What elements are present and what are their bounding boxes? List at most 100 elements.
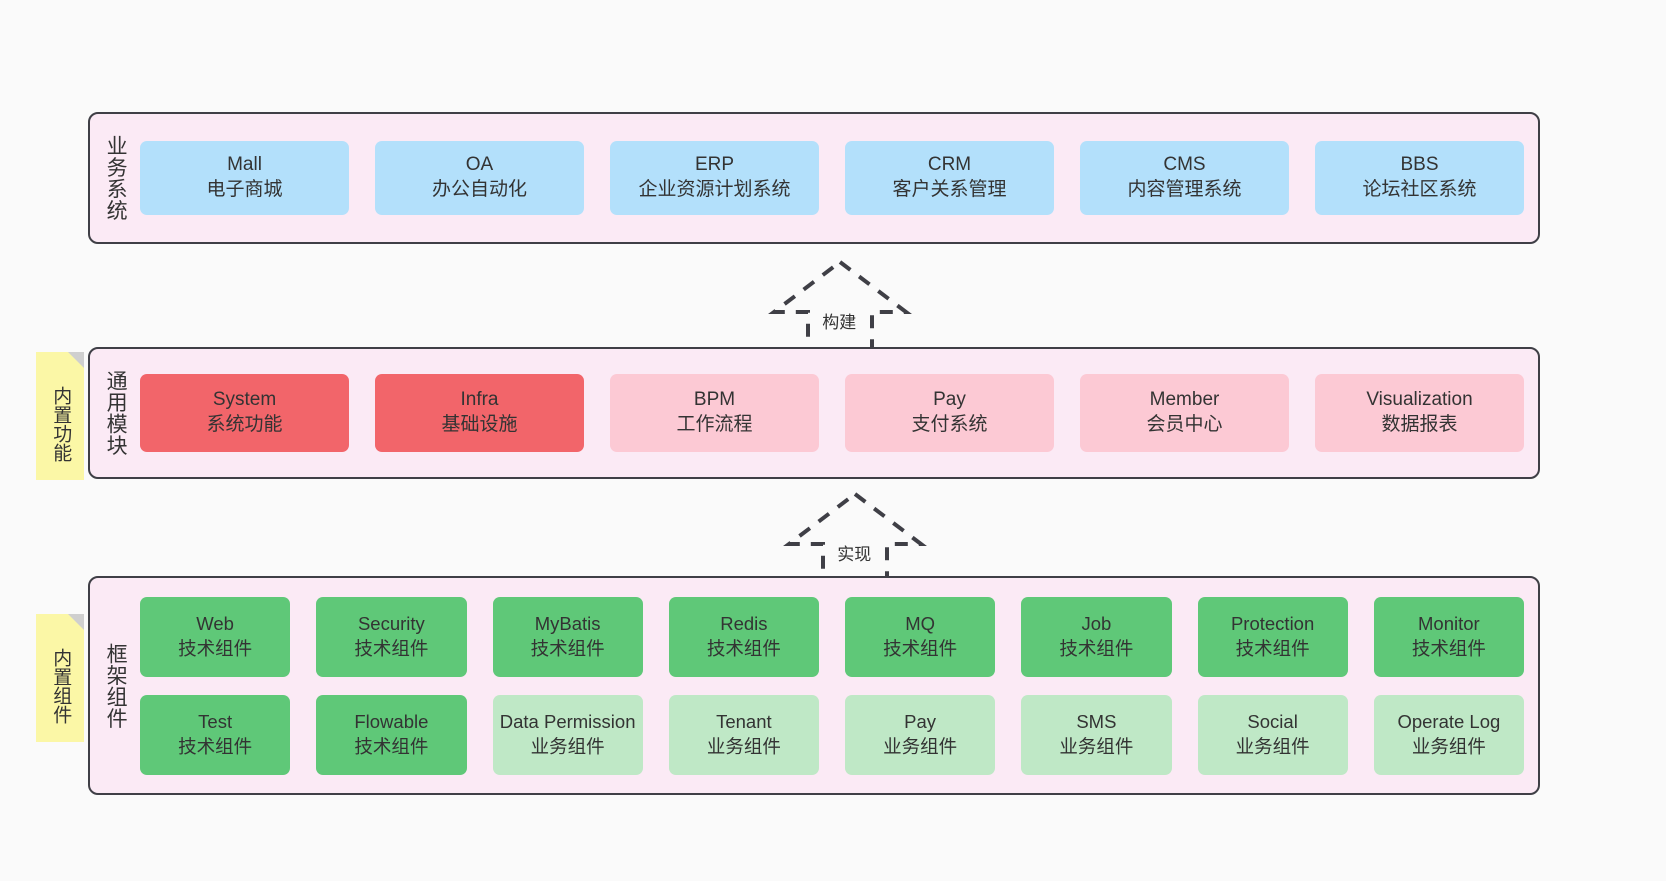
node-title-en: Protection <box>1230 613 1315 635</box>
node-title-cn: 基础设施 <box>441 414 518 435</box>
node-title-cn: 内容管理系统 <box>1127 179 1242 200</box>
layer-common-module: 通用模块 System 系统功能 Infra 基础设施 BPM 工作流程 Pay… <box>88 347 1540 479</box>
node-title-cn: 系统功能 <box>206 414 283 435</box>
node-title-cn: 技术组件 <box>354 735 429 757</box>
node-title-cn: 技术组件 <box>530 637 605 659</box>
node-title-en: Flowable <box>354 711 429 733</box>
node-redis[interactable]: Redis 技术组件 <box>668 596 819 677</box>
node-title-en: Redis <box>720 613 768 635</box>
node-pay[interactable]: Pay 支付系统 <box>845 374 1054 452</box>
node-title-cn: 数据报表 <box>1381 414 1458 435</box>
node-title-cn: 业务组件 <box>1059 735 1134 757</box>
node-infra[interactable]: Infra 基础设施 <box>375 374 584 452</box>
layer-business-system-body: Mall 电子商城 OA 办公自动化 ERP 企业资源计划系统 CRM 客户关系… <box>134 114 1538 242</box>
node-title-cn: 技术组件 <box>178 735 253 757</box>
layer-business-system-label: 业务系统 <box>104 135 128 221</box>
node-monitor[interactable]: Monitor 技术组件 <box>1373 596 1524 677</box>
node-title-en: BPM <box>693 389 736 411</box>
node-title-en: Mall <box>227 154 262 176</box>
node-title-en: Security <box>357 613 425 635</box>
node-title-cn: 技术组件 <box>354 637 429 659</box>
node-erp[interactable]: ERP 企业资源计划系统 <box>610 141 819 215</box>
sticky-note-label: 内置功能 <box>50 386 72 462</box>
node-security[interactable]: Security 技术组件 <box>316 596 467 677</box>
node-protection[interactable]: Protection 技术组件 <box>1197 596 1348 677</box>
generalization-arrow-realize: 实现 <box>775 490 935 590</box>
node-title-cn: 会员中心 <box>1146 414 1223 435</box>
node-mall[interactable]: Mall 电子商城 <box>140 141 349 215</box>
node-title-cn: 业务组件 <box>1411 735 1486 757</box>
node-oa[interactable]: OA 办公自动化 <box>375 141 584 215</box>
node-title-en: Member <box>1149 389 1220 411</box>
layer-common-module-label: 通用模块 <box>104 370 128 456</box>
node-title-en: MQ <box>905 613 936 635</box>
node-title-cn: 电子商城 <box>206 179 283 200</box>
row: Mall 电子商城 OA 办公自动化 ERP 企业资源计划系统 CRM 客户关系… <box>140 141 1524 215</box>
node-bpm[interactable]: BPM 工作流程 <box>610 374 819 452</box>
node-title-en: OA <box>465 154 494 176</box>
node-title-en: SMS <box>1076 711 1117 733</box>
node-pay-component[interactable]: Pay 业务组件 <box>845 694 996 775</box>
generalization-arrow-icon <box>783 491 927 588</box>
node-mybatis[interactable]: MyBatis 技术组件 <box>492 596 643 677</box>
node-title-en: BBS <box>1400 154 1439 176</box>
node-title-en: Job <box>1081 613 1112 635</box>
node-sms[interactable]: SMS 业务组件 <box>1021 694 1172 775</box>
node-system[interactable]: System 系统功能 <box>140 374 349 452</box>
node-bbs[interactable]: BBS 论坛社区系统 <box>1315 141 1524 215</box>
node-title-en: Pay <box>933 389 966 411</box>
node-title-en: CMS <box>1163 154 1206 176</box>
sticky-note-builtin-functions: 内置功能 <box>36 352 84 480</box>
node-member[interactable]: Member 会员中心 <box>1080 374 1289 452</box>
node-title-cn: 工作流程 <box>676 414 753 435</box>
node-operate-log[interactable]: Operate Log 业务组件 <box>1373 694 1524 775</box>
node-title-cn: 业务组件 <box>530 735 605 757</box>
node-tenant[interactable]: Tenant 业务组件 <box>668 694 819 775</box>
node-title-en: Web <box>196 613 234 635</box>
arrow-label-realize: 实现 <box>837 545 872 564</box>
node-flowable[interactable]: Flowable 技术组件 <box>316 694 467 775</box>
node-title-cn: 支付系统 <box>911 414 988 435</box>
generalization-arrow-build: 构建 <box>760 258 920 358</box>
node-title-cn: 办公自动化 <box>431 179 527 200</box>
node-title-en: Social <box>1247 711 1298 733</box>
node-title-cn: 企业资源计划系统 <box>638 179 791 200</box>
node-social[interactable]: Social 业务组件 <box>1197 694 1348 775</box>
node-visualization[interactable]: Visualization 数据报表 <box>1315 374 1524 452</box>
node-title-en: Operate Log <box>1397 711 1501 733</box>
arrow-label-build: 构建 <box>822 313 857 332</box>
node-title-cn: 技术组件 <box>1235 637 1310 659</box>
node-title-en: ERP <box>694 154 735 176</box>
node-title-cn: 业务组件 <box>883 735 958 757</box>
row: Web 技术组件 Security 技术组件 MyBatis 技术组件 Redi… <box>140 596 1524 677</box>
layer-framework-component-body: Web 技术组件 Security 技术组件 MyBatis 技术组件 Redi… <box>134 578 1538 793</box>
node-mq[interactable]: MQ 技术组件 <box>845 596 996 677</box>
node-title-en: MyBatis <box>534 613 601 635</box>
node-title-cn: 技术组件 <box>178 637 253 659</box>
node-title-cn: 技术组件 <box>1059 637 1134 659</box>
node-title-en: Visualization <box>1366 389 1473 411</box>
node-title-en: Tenant <box>716 711 772 733</box>
node-web[interactable]: Web 技术组件 <box>140 596 291 677</box>
node-title-cn: 技术组件 <box>883 637 958 659</box>
node-title-en: System <box>212 389 277 411</box>
node-title-cn: 业务组件 <box>1235 735 1310 757</box>
sticky-note-builtin-components: 内置组件 <box>36 614 84 742</box>
node-cms[interactable]: CMS 内容管理系统 <box>1080 141 1289 215</box>
note-fold-corner-icon <box>68 614 84 630</box>
node-crm[interactable]: CRM 客户关系管理 <box>845 141 1054 215</box>
row: Test 技术组件 Flowable 技术组件 Data Permission … <box>140 694 1524 775</box>
node-data-permission[interactable]: Data Permission 业务组件 <box>492 694 643 775</box>
node-title-en: Monitor <box>1418 613 1480 635</box>
row: System 系统功能 Infra 基础设施 BPM 工作流程 Pay 支付系统… <box>140 374 1524 452</box>
node-title-cn: 论坛社区系统 <box>1362 179 1477 200</box>
node-title-cn: 客户关系管理 <box>892 179 1007 200</box>
layer-common-module-body: System 系统功能 Infra 基础设施 BPM 工作流程 Pay 支付系统… <box>134 349 1538 477</box>
node-job[interactable]: Job 技术组件 <box>1021 596 1172 677</box>
node-test[interactable]: Test 技术组件 <box>140 694 291 775</box>
sticky-note-label: 内置组件 <box>50 648 72 724</box>
layer-framework-component-label: 框架组件 <box>104 642 128 729</box>
note-fold-corner-icon <box>68 352 84 368</box>
generalization-arrow-icon <box>768 259 912 356</box>
